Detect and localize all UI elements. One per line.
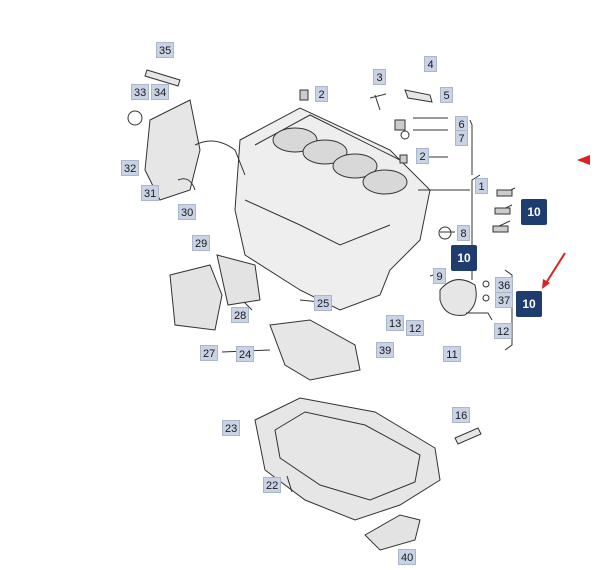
cylinder-bore [332, 153, 378, 179]
callout-2-top: 2 [315, 86, 328, 102]
oil-seal-tube [454, 427, 482, 445]
callout-8: 8 [457, 225, 470, 241]
callout-36: 36 [495, 277, 513, 293]
timing-bracket [144, 99, 201, 201]
callout-1: 1 [475, 178, 488, 194]
sealant-tube [144, 69, 181, 87]
callout-32: 32 [121, 160, 139, 176]
torque-badge-flange: 10 [516, 291, 542, 317]
oil-pan [254, 397, 441, 521]
callout-12-group: 12 [494, 323, 512, 339]
callout-33: 33 [131, 84, 149, 100]
callout-4: 4 [424, 56, 437, 72]
callout-7: 7 [455, 130, 468, 146]
main-bearing-shells [269, 319, 361, 381]
torque-badge-bolts: 10 [521, 199, 547, 225]
callout-31: 31 [141, 185, 159, 201]
callout-39: 39 [376, 342, 394, 358]
marker-arrow-triangle [577, 155, 590, 165]
callout-2-mid: 2 [416, 148, 429, 164]
seal-flange [439, 279, 477, 316]
callout-35: 35 [156, 42, 174, 58]
callout-11: 11 [443, 346, 461, 362]
callout-13: 13 [386, 315, 404, 331]
torque-badge-block: 10 [451, 245, 477, 271]
callout-5: 5 [440, 87, 453, 103]
callout-23: 23 [222, 420, 240, 436]
callout-37: 37 [495, 292, 513, 308]
callout-40: 40 [398, 549, 416, 565]
callout-9: 9 [433, 268, 446, 284]
cylinder-bore [302, 139, 348, 165]
callout-34: 34 [151, 84, 169, 100]
pump-bracket [364, 514, 421, 551]
callout-12-flange: 12 [406, 320, 424, 336]
side-cover [169, 264, 223, 331]
side-cover [216, 254, 261, 306]
callout-29: 29 [192, 235, 210, 251]
engine-block [234, 107, 431, 311]
callout-30: 30 [178, 204, 196, 220]
callout-3: 3 [373, 69, 386, 85]
callout-16: 16 [452, 407, 470, 423]
marker-arrow-diagonal [542, 252, 566, 289]
callout-25: 25 [314, 295, 332, 311]
callout-24: 24 [236, 346, 254, 362]
callout-27: 27 [200, 345, 218, 361]
callout-22: 22 [263, 477, 281, 493]
cylinder-bore [362, 169, 408, 195]
callout-28: 28 [231, 307, 249, 323]
